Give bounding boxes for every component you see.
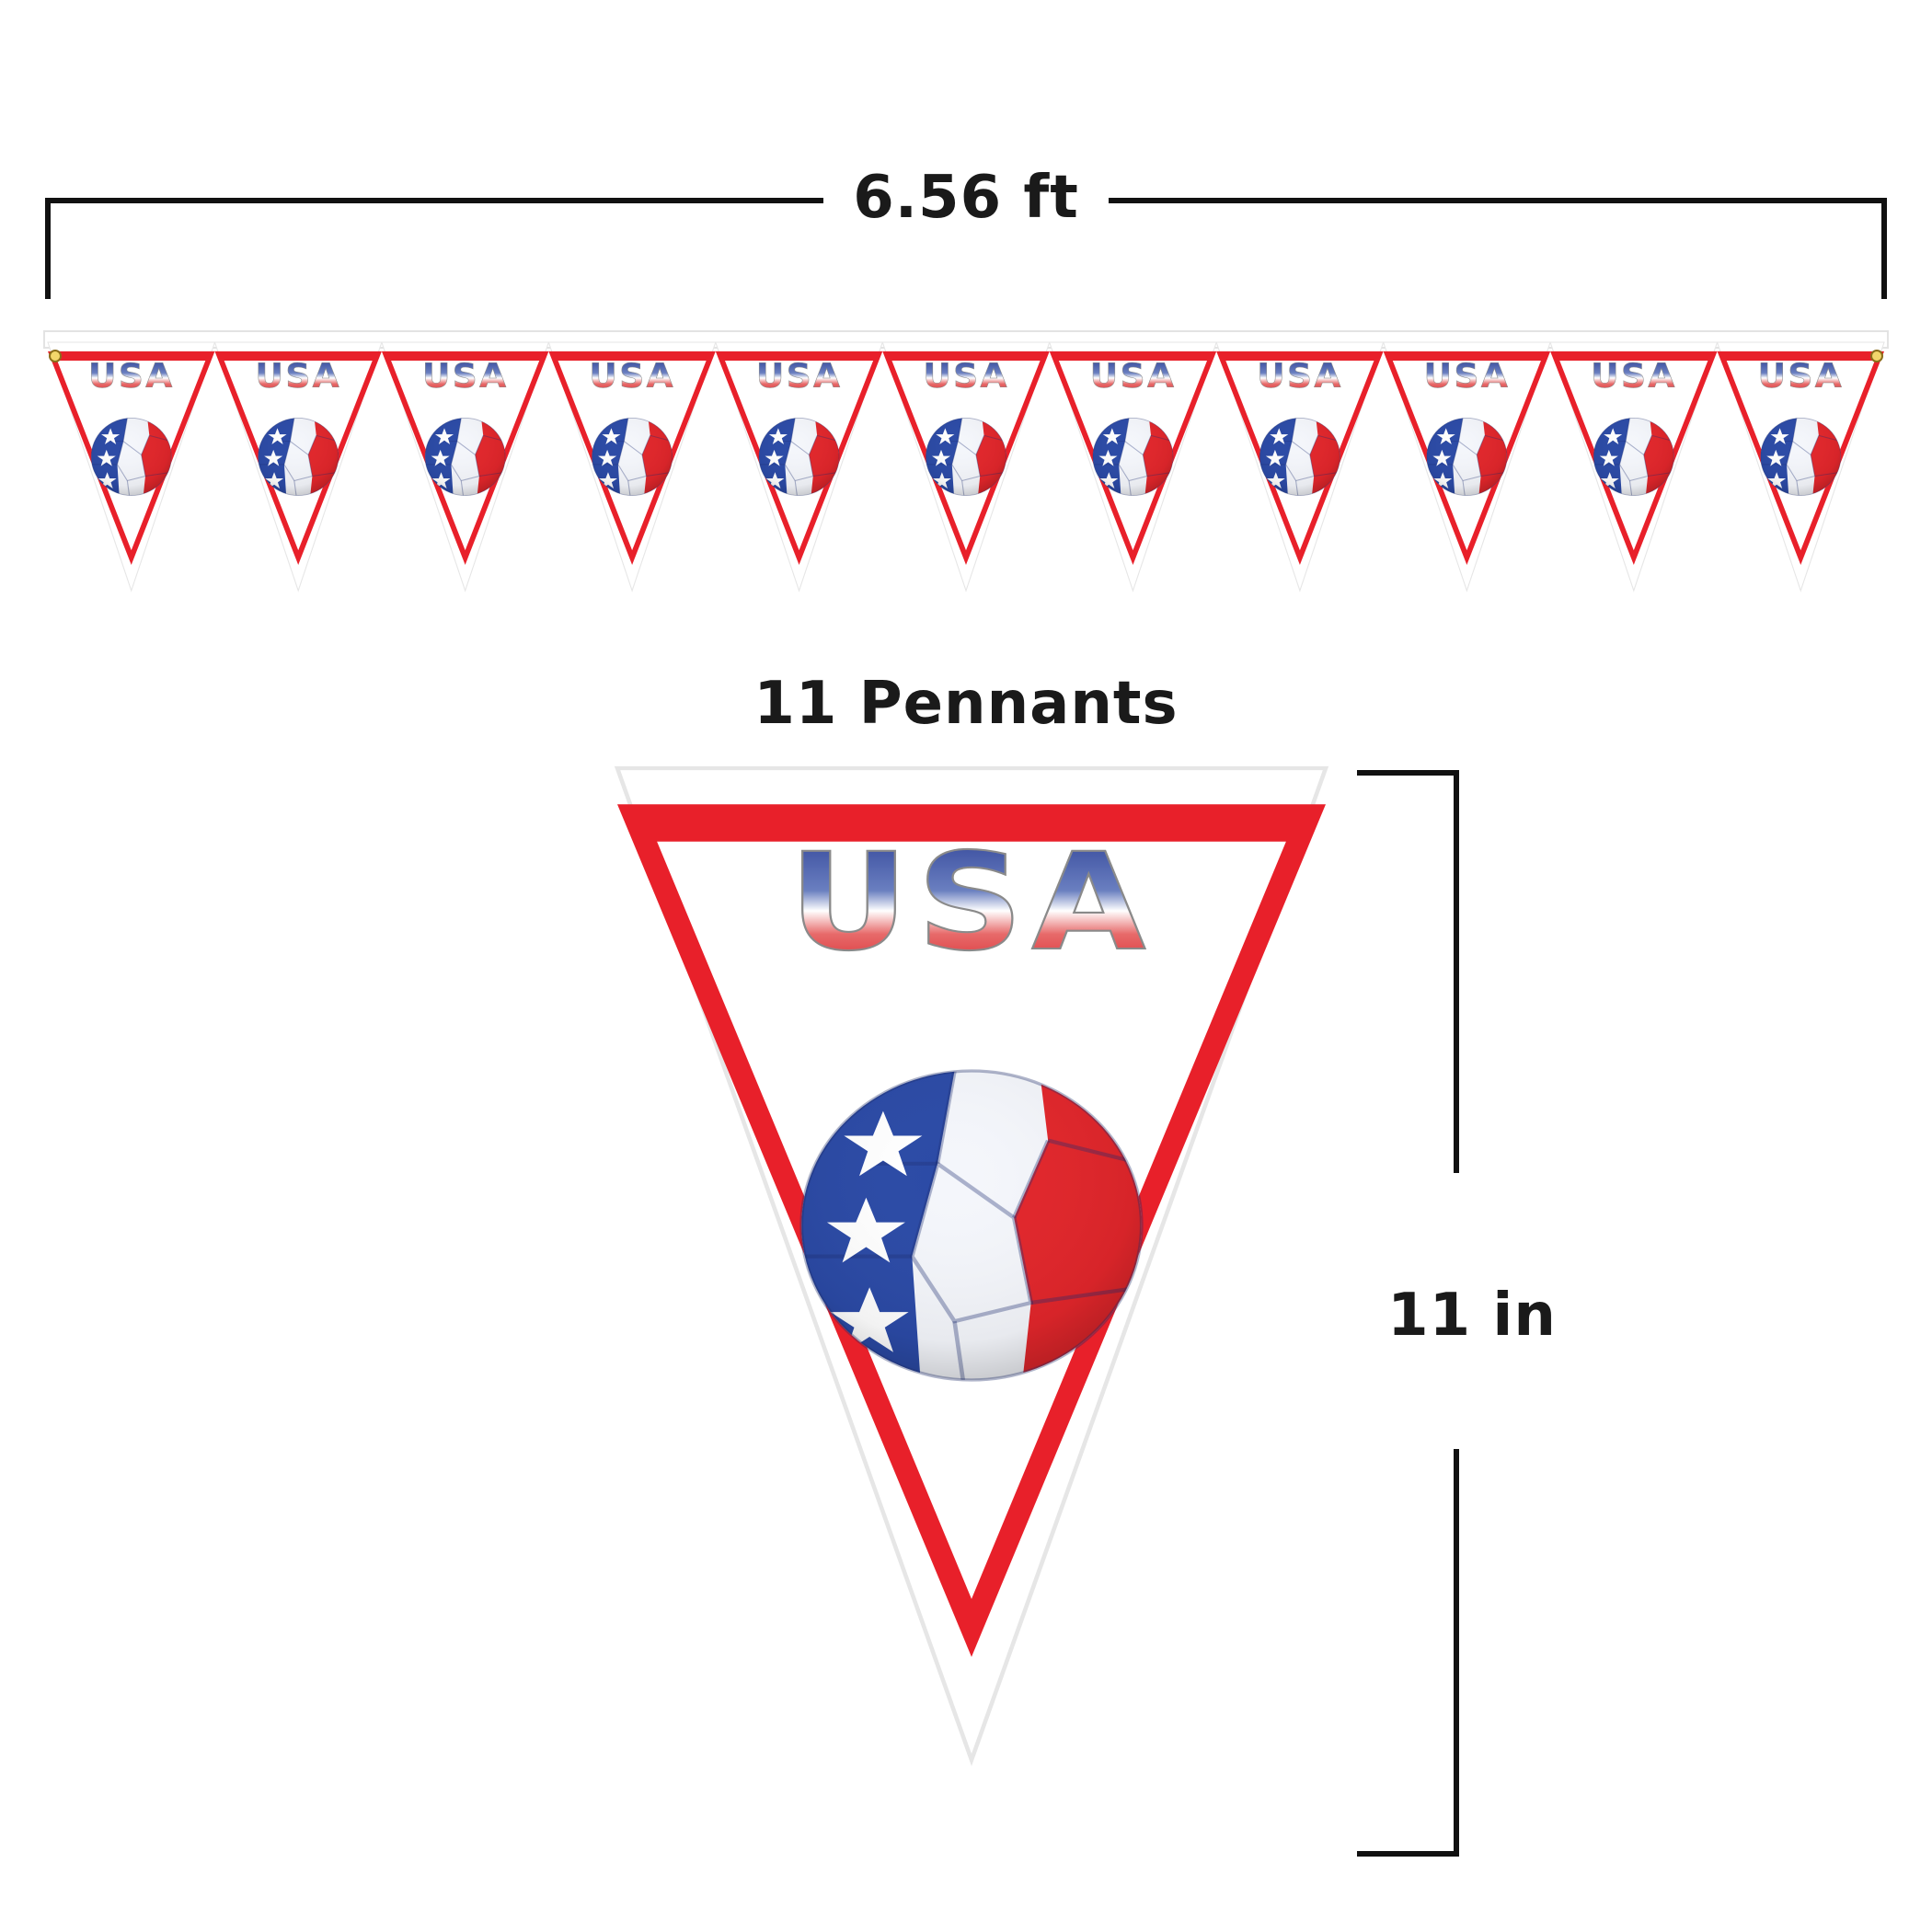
height-dimension-line [1357,770,1459,1857]
banner-pennant [382,342,548,591]
banner-pennant [716,342,882,591]
banner-pennant [1050,342,1216,591]
pennant-count-label: 11 Pennants [753,670,1179,738]
banner-pennant [882,342,1049,591]
banner-pennant [214,342,381,591]
height-label: 11 in [1387,1282,1557,1350]
pennant-banner [43,330,1889,591]
banner-pennant [548,342,715,591]
banner-pennant [1384,342,1550,591]
pennant-detail [617,768,1326,1760]
banner-pennant [1718,342,1884,591]
banner-pennant [1216,342,1383,591]
width-label: 6.56 ft [853,164,1079,232]
grommet-icon [1870,350,1883,362]
banner-pennant [48,342,214,591]
width-dimension-line [45,198,1887,299]
grommet-icon [49,350,62,362]
banner-pennant [1550,342,1717,591]
